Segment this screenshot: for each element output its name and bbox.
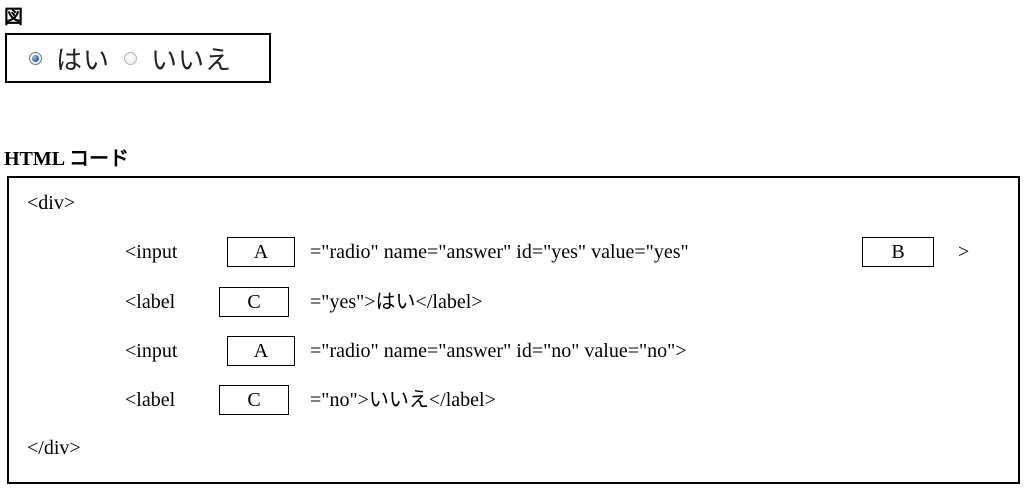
code-line4-end: ="no">いいえ</label> [310,389,496,411]
blank-b-line1: B [862,237,934,267]
code-line2-end: ="yes">はい</label> [310,291,483,313]
radio-group-figure: はい いいえ [5,33,271,83]
code-line3-start: <input [125,340,178,362]
blank-a-line3: A [227,336,295,366]
blank-c-line2: C [219,287,289,317]
radio-no-unchecked-icon[interactable] [124,51,138,65]
code-line4-start: <label [125,389,176,411]
code-open-div: <div> [27,192,76,214]
figure-label: 図 [4,6,24,28]
code-line2-start: <label [125,291,176,313]
code-line1-end: > [958,241,970,263]
radio-no-label[interactable]: いいえ [151,45,233,76]
code-heading: HTML コード [4,148,130,170]
blank-a-line1: A [227,237,295,267]
radio-yes-checked-icon[interactable] [29,51,42,65]
code-line1-middle: ="radio" name="answer" id="yes" value="y… [310,241,689,263]
blank-c-line4: C [219,385,289,415]
code-box: <div> <input A ="radio" name="answer" id… [7,176,1020,484]
radio-yes-label[interactable]: はい [56,45,111,76]
code-line1-start: <input [125,241,178,263]
code-line3-end: ="radio" name="answer" id="no" value="no… [310,340,687,362]
code-close-div: </div> [27,437,81,459]
